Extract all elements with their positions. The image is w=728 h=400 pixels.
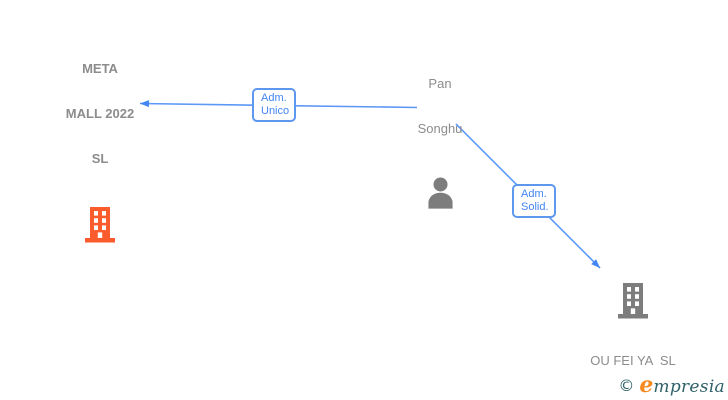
building-icon[interactable] — [617, 283, 649, 319]
edge-label-adm-unico: Adm. Unico — [252, 88, 297, 122]
node-pan-songhu-label: Pan Songhu — [418, 46, 463, 166]
node-label-line: OU FEI YA SL — [590, 353, 676, 368]
copyright-icon: © — [618, 375, 635, 395]
node-label-line: Songhu — [417, 121, 463, 136]
node-label-line: SL — [91, 151, 109, 166]
node-label-line: MALL 2022 — [65, 106, 135, 121]
person-icon[interactable] — [423, 176, 458, 211]
empresia-logo[interactable]: © empresia — [618, 371, 725, 399]
empresia-wordmark: empresia — [639, 372, 725, 398]
node-label-line: META — [82, 61, 118, 76]
node-meta-mall[interactable]: META MALL 2022 SL — [40, 31, 160, 243]
empresia-wordmark-rest: mpresia — [653, 377, 725, 397]
node-label-line: Pan — [428, 76, 452, 91]
node-ou-fei-ya-label: OU FEI YA SL — [590, 323, 676, 398]
node-pan-songhu[interactable]: Pan Songhu — [390, 46, 490, 211]
edge-label-line: Solid. — [521, 201, 549, 213]
empresia-wordmark-initial: e — [639, 372, 654, 398]
edge-label-line: Adm. — [261, 92, 287, 104]
edge-label-adm-solid: Adm. Solid. — [512, 184, 556, 218]
edge-label-line: Adm. — [521, 188, 547, 200]
node-ou-fei-ya[interactable]: OU FEI YA SL — [553, 283, 713, 398]
edge-label-line: Unico — [261, 105, 290, 117]
building-icon[interactable] — [84, 207, 116, 243]
node-meta-mall-label: META MALL 2022 SL — [66, 31, 134, 196]
